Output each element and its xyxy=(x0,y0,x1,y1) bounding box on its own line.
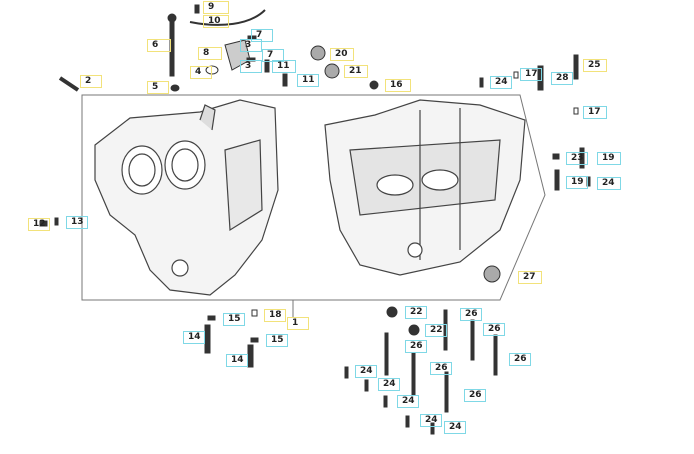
part-callout-27: 27 xyxy=(518,271,542,284)
part-callout-26: 26 xyxy=(464,389,486,402)
right-crankcase-half xyxy=(324,99,526,276)
part-callout-10: 10 xyxy=(203,15,229,28)
part-callout-24: 24 xyxy=(420,414,442,427)
part-callout-24: 24 xyxy=(597,177,621,190)
part-callout-7: 7 xyxy=(251,29,273,42)
part-callout-7: 7 xyxy=(262,49,284,62)
part-callout-22: 22 xyxy=(405,306,427,319)
part-callout-19: 19 xyxy=(566,176,588,189)
assembly-boundary xyxy=(81,94,546,301)
part-callout-6: 6 xyxy=(147,39,171,52)
part-callout-19: 19 xyxy=(597,152,621,165)
part-callout-9: 9 xyxy=(203,1,229,14)
part-callout-2: 2 xyxy=(80,75,102,88)
part-callout-16: 16 xyxy=(385,79,411,92)
part-callout-24: 24 xyxy=(397,395,419,408)
part-callout-11: 11 xyxy=(272,60,296,73)
left-crankcase-half xyxy=(94,99,279,296)
part-callout-8: 8 xyxy=(198,47,222,60)
part-callout-17: 17 xyxy=(583,106,607,119)
part-callout-26: 26 xyxy=(405,340,427,353)
part-callout-12: 12 xyxy=(28,218,50,231)
part-callout-11: 11 xyxy=(297,74,319,87)
part-callout-13: 13 xyxy=(66,216,88,229)
part-callout-4: 4 xyxy=(190,66,212,79)
part-callout-3: 3 xyxy=(240,60,262,73)
part-callout-22: 22 xyxy=(425,324,447,337)
part-callout-17: 17 xyxy=(520,68,542,81)
part-callout-18: 18 xyxy=(264,309,286,322)
part-callout-26: 26 xyxy=(483,323,505,336)
part-callout-5: 5 xyxy=(147,81,169,94)
part-callout-1: 1 xyxy=(287,317,309,330)
part-callout-24: 24 xyxy=(355,365,377,378)
part-callout-14: 14 xyxy=(183,331,205,344)
part-callout-15: 15 xyxy=(223,313,245,326)
small-parts xyxy=(39,4,591,435)
part-callout-25: 25 xyxy=(583,59,607,72)
part-callout-23: 23 xyxy=(566,152,588,165)
part-callout-24: 24 xyxy=(444,421,466,434)
part-callout-28: 28 xyxy=(551,72,573,85)
part-callout-20: 20 xyxy=(330,48,354,61)
part-callout-3: 3 xyxy=(240,39,262,52)
part-callout-14: 14 xyxy=(226,354,248,367)
part-callout-24: 24 xyxy=(490,76,512,89)
part-callout-15: 15 xyxy=(266,334,288,347)
part-callout-26: 26 xyxy=(460,308,482,321)
part-callout-26: 26 xyxy=(430,362,452,375)
part-callout-21: 21 xyxy=(344,65,368,78)
part-callout-26: 26 xyxy=(509,353,531,366)
part-callout-24: 24 xyxy=(378,378,400,391)
